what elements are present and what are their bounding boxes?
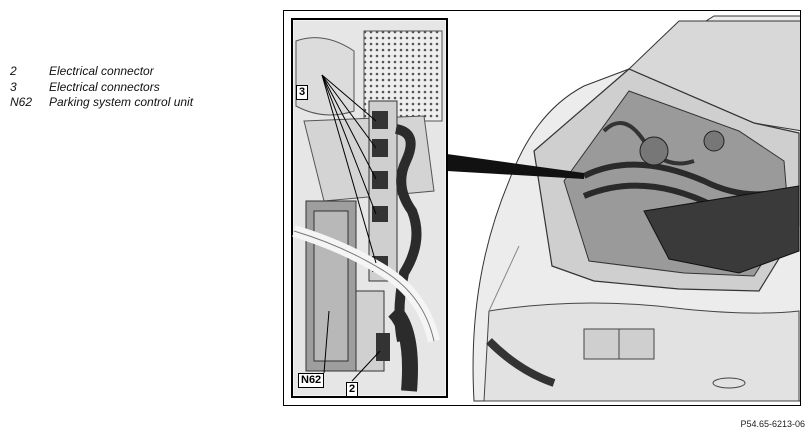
callout-n62: N62 (298, 373, 325, 388)
legend-row: N62 Parking system control unit (10, 95, 193, 111)
legend-row: 3 Electrical connectors (10, 80, 193, 96)
callout-3: 3 (296, 85, 309, 100)
legend-key: 3 (10, 79, 17, 94)
illustration-frame: 3 N62 2 (283, 10, 801, 406)
legend: 2 Electrical connector 3 Electrical connec… (10, 64, 193, 111)
figure-code: P54.65-6213-06 (740, 419, 805, 429)
legend-key: 2 (10, 64, 17, 78)
legend-text: Electrical connectors (49, 79, 160, 94)
callout-2: 2 (346, 382, 359, 397)
illustration (291, 15, 800, 402)
detail-inset (291, 18, 448, 398)
legend-text: Parking system control unit (49, 95, 194, 109)
car-rear-drawing (472, 15, 800, 402)
legend-text: Electrical connector (49, 64, 154, 78)
legend-row: 2 Electrical connector (10, 64, 193, 80)
detail-pointer (447, 154, 584, 179)
legend-key: N62 (10, 95, 33, 109)
